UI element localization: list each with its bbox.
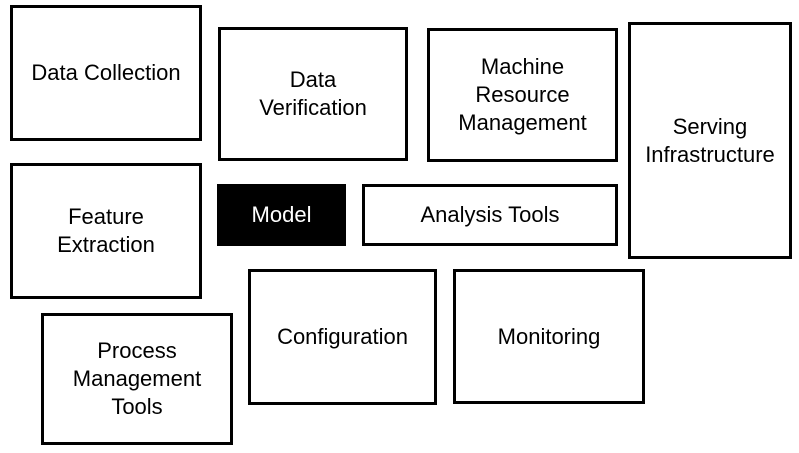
box-serving-infrastructure: Serving Infrastructure [628, 22, 792, 259]
box-feature-extraction: Feature Extraction [10, 163, 202, 299]
box-feature-extraction-label: Feature Extraction [57, 204, 155, 257]
box-data-verification: Data Verification [218, 27, 408, 161]
box-machine-resource-management-label: Machine Resource Management [458, 54, 587, 135]
box-configuration-label: Configuration [277, 324, 408, 350]
box-process-management-tools: Process Management Tools [41, 313, 233, 445]
box-process-management-tools-label: Process Management Tools [72, 338, 202, 419]
box-data-collection-label: Data Collection [31, 60, 181, 86]
box-model: Model [217, 184, 346, 246]
box-configuration: Configuration [248, 269, 437, 405]
box-model-label: Model [251, 202, 312, 228]
box-data-collection: Data Collection [10, 5, 202, 141]
box-monitoring: Monitoring [453, 269, 645, 404]
box-data-verification-label: Data Verification [259, 67, 367, 120]
box-monitoring-label: Monitoring [497, 323, 601, 349]
box-serving-infrastructure-label: Serving Infrastructure [645, 113, 775, 167]
box-machine-resource-management: Machine Resource Management [427, 28, 618, 162]
box-analysis-tools: Analysis Tools [362, 184, 618, 246]
box-analysis-tools-label: Analysis Tools [420, 202, 560, 228]
